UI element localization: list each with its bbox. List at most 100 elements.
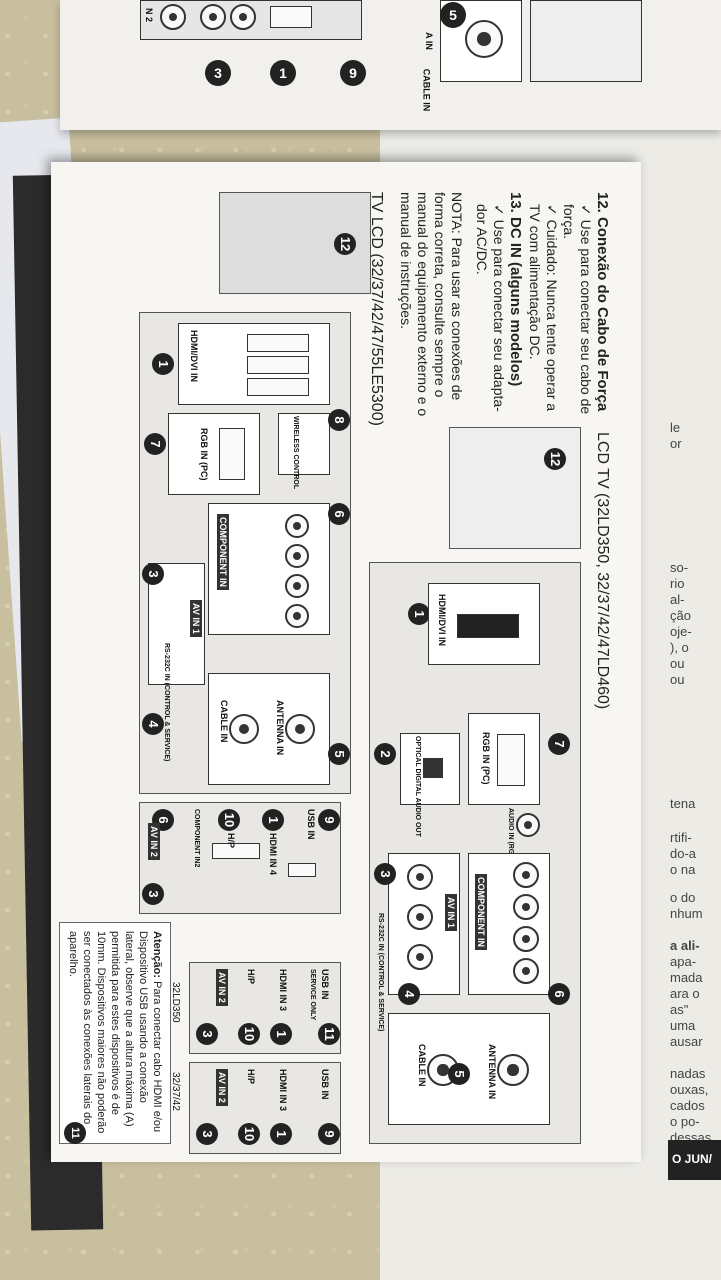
item13-text: ✓ Use para conectar seu adapta-dor AC/DC… xyxy=(474,204,507,412)
badge-1e: 1 xyxy=(270,1123,292,1145)
badge-6: 6 xyxy=(548,983,570,1005)
fragment: ou xyxy=(670,656,685,671)
wireless-block: WIRELESS CONTROL xyxy=(278,413,330,489)
ld460-side-panel: USB IN 9 HDMI IN 3 1 H/P 10 AV IN 2 3 xyxy=(189,1062,341,1154)
fragment: ara o xyxy=(670,986,700,1001)
av-r-jack xyxy=(407,944,433,970)
fragment: ou xyxy=(670,672,685,687)
fragment: rtifi- xyxy=(670,830,692,845)
component-label-2: COMPONENT IN xyxy=(217,514,229,591)
rs232-label-2: RS-232C IN (CONTROL & SERVICE) xyxy=(163,643,170,762)
badge-12: 12 xyxy=(544,448,566,470)
fragment: so- xyxy=(670,560,689,575)
antenna-jack xyxy=(497,1054,529,1086)
usb-label-b: USB IN xyxy=(320,969,330,1000)
badge-11: 11 xyxy=(318,1023,340,1045)
manual-page: 12. Conexão do Cabo de Força ✓ Use para … xyxy=(51,162,641,1162)
badge-1b: 1 xyxy=(152,353,174,375)
fragment: cados xyxy=(670,1098,705,1113)
right-fragments: le or so- rio al- ção oje- ), o ou ou te… xyxy=(660,420,720,1145)
power-illustration: 12 xyxy=(449,427,581,549)
section1-title: LCD TV (32LD350, 32/37/42/47LD460) xyxy=(594,432,611,710)
fragment: or xyxy=(670,436,682,451)
av-in1-label-2: AV IN 1 xyxy=(190,600,202,637)
antenna-block-2: ANTENNA IN CABLE IN xyxy=(208,673,330,785)
rgb-block-2: RGB IN (PC) xyxy=(168,413,260,495)
hdmi-stack: HDMI/DVI IN xyxy=(178,323,330,405)
hdmi2-port xyxy=(247,356,309,374)
rs232-label: RS-232C IN (CONTROL & SERVICE) xyxy=(377,913,384,1032)
date-text: O JUN/ xyxy=(672,1152,713,1166)
rgb-label-2: RGB IN (PC) xyxy=(199,428,209,481)
rgb-label: RGB IN (PC) xyxy=(481,732,491,785)
fragment: a ali- xyxy=(670,938,700,953)
hdmi3-label: HDMI IN 3 xyxy=(278,969,288,1012)
fragment: o na xyxy=(670,862,696,877)
hp-label: H/P xyxy=(226,833,236,849)
badge-3e: 3 xyxy=(196,1123,218,1145)
fragment: ouxas, xyxy=(670,1082,709,1097)
ld350-side-panel: USB IN SERVICE ONLY 11 HDMI IN 3 1 H/P 1… xyxy=(189,962,341,1054)
badge-1: 1 xyxy=(270,60,296,86)
badge-1c: 1 xyxy=(262,809,284,831)
badge-9: 9 xyxy=(340,60,366,86)
badge-5b: 5 xyxy=(328,743,350,765)
cable-label-2: CABLE IN xyxy=(219,700,229,743)
fragment: oje- xyxy=(670,624,692,639)
ld460-rear-panel: 1 HDMI/DVI IN 2 OPTICAL DIGITAL AUDIO OU… xyxy=(369,562,581,1144)
hdmi-port xyxy=(457,614,519,638)
fragment: apa- xyxy=(670,954,697,969)
c2-jack xyxy=(285,604,309,628)
pr-jack xyxy=(513,926,539,952)
antenna-jack-2 xyxy=(285,714,315,744)
top-paper-sheet: 3 1 9 5 A IN CABLE IN N 2 xyxy=(60,0,721,130)
attention-body: Para conectar cabo HDMI e/ou Dispositivo… xyxy=(67,931,163,1134)
badge-9b: 9 xyxy=(318,1123,340,1145)
antenna-label: ANTENNA IN xyxy=(487,1044,497,1100)
av-video-jack xyxy=(407,864,433,890)
badge-8: 8 xyxy=(328,409,350,431)
cable-jack-2 xyxy=(229,714,259,744)
av-in1-label: AV IN 1 xyxy=(445,894,457,931)
hp-label-b: H/P xyxy=(246,969,256,985)
badge-9: 9 xyxy=(318,809,340,831)
attention-text: Atenção: Para conectar cabo HDMI e/ou Di… xyxy=(60,923,170,1143)
hdmi1-port xyxy=(247,334,309,352)
hdmi3-label-b: HDMI IN 3 xyxy=(278,1069,288,1112)
badge-10c: 10 xyxy=(238,1123,260,1145)
antenna-label-2: ANTENNA IN xyxy=(275,700,285,756)
av-in2-label-b: AV IN 2 xyxy=(216,969,228,1006)
fragment: al- xyxy=(670,592,685,607)
l-jack xyxy=(513,958,539,984)
fragment: tena xyxy=(670,796,696,811)
y-jack xyxy=(513,862,539,888)
vga-port-2 xyxy=(219,428,245,480)
badge-4b: 4 xyxy=(142,713,164,735)
badge-4: 4 xyxy=(398,983,420,1005)
badge-3d: 3 xyxy=(196,1023,218,1045)
top-label-ain: A IN xyxy=(423,32,434,50)
caution-text: ✓ Cuidado: Nunca tente operar a TV com a… xyxy=(527,204,560,412)
c2-jack xyxy=(285,574,309,598)
fragment: nhum xyxy=(670,906,703,921)
hdmi-dvi-label-2: HDMI/DVI IN xyxy=(189,330,199,383)
badge-10b: 10 xyxy=(238,1023,260,1045)
c2-jack xyxy=(285,544,309,568)
pb-jack xyxy=(513,894,539,920)
fragment: o do xyxy=(670,890,696,905)
audio-rgb-jack xyxy=(516,813,540,837)
av-in2-label: AV IN 2 xyxy=(148,823,160,860)
cable-label: CABLE IN xyxy=(417,1044,427,1087)
badge-5: 5 xyxy=(448,1063,470,1085)
av-l-jack xyxy=(407,904,433,930)
item12-text: ✓ Use para conectar seu cabo de força. xyxy=(561,204,594,415)
hdmi-in4-label: HDMI IN 4 xyxy=(268,833,278,876)
top-jack xyxy=(230,4,256,30)
optical-port xyxy=(423,758,443,778)
fragment: ), o xyxy=(670,640,689,655)
badge-1: 1 xyxy=(408,603,430,625)
fragment: o po- xyxy=(670,1114,700,1129)
fragment: mada xyxy=(670,970,703,985)
hdmi-dvi-block: HDMI/DVI IN xyxy=(428,583,540,665)
fragment: nadas xyxy=(670,1066,706,1081)
